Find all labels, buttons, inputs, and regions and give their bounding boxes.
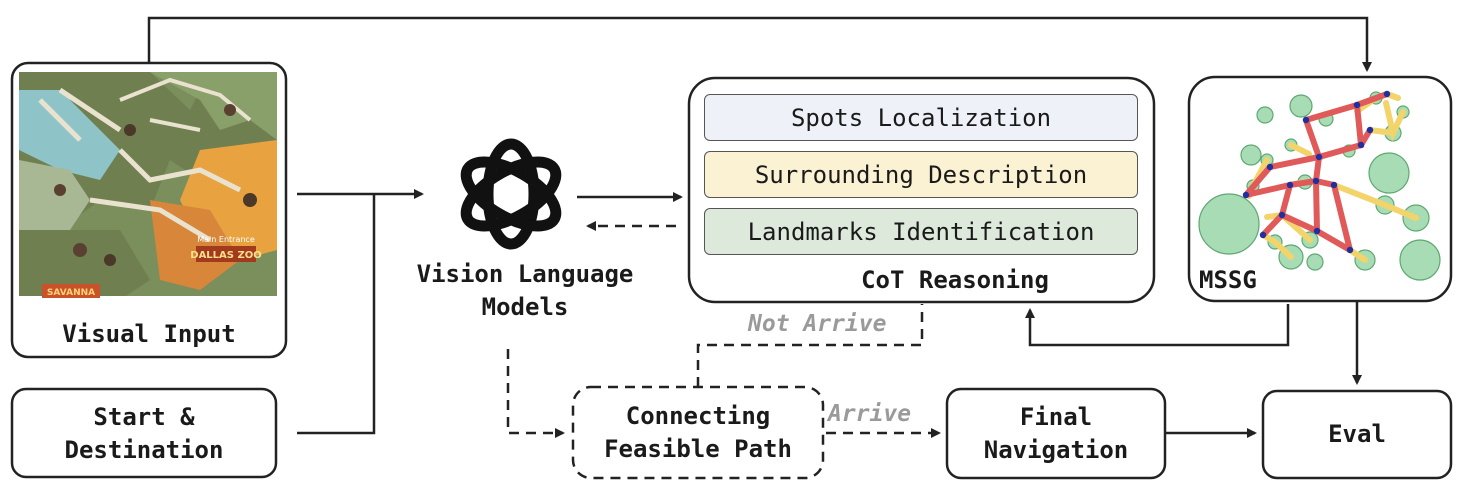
cot-step-landmarks: Landmarks Identification <box>704 208 1138 255</box>
final-navigation-label: Final Navigation <box>983 403 1129 464</box>
eval-box <box>1261 389 1453 480</box>
map-main-entrance-label: Main Entrance <box>197 235 255 244</box>
map-dallas-zoo-label: DALLAS ZOO <box>190 250 261 261</box>
start-destination-box <box>10 387 278 479</box>
zoo-map-image: DALLAS ZOO Main Entrance SAVANNA <box>19 72 277 304</box>
edge-not-arrive <box>696 304 924 387</box>
cot-step-spots: Spots Localization <box>704 94 1138 141</box>
edge-start-to-vlm <box>297 194 376 435</box>
not-arrive-label: Not Arrive <box>748 311 887 337</box>
edge-mssg-to-cot <box>1025 304 1290 347</box>
map-savanna-label: SAVANNA <box>47 288 95 298</box>
mssg-label: MSSG <box>1199 266 1257 294</box>
connecting-path-label: Connecting Feasible Path <box>604 402 792 463</box>
arrive-label: Arrive <box>828 401 912 427</box>
start-destination-label: Start & Destination <box>64 403 224 464</box>
vlm-label: Vision Language Models <box>416 260 634 321</box>
cot-reasoning-label: CoT Reasoning <box>861 266 1049 294</box>
eval-label: Eval <box>1328 420 1386 448</box>
vlm-logo-icon <box>460 138 562 250</box>
edge-vlm-to-connecting <box>506 349 565 438</box>
edge-visual-to-mssg <box>147 16 1372 72</box>
visual-input-label: Visual Input <box>62 320 236 348</box>
cot-step-surrounding: Surrounding Description <box>704 151 1138 198</box>
mssg-graph <box>1198 90 1441 281</box>
